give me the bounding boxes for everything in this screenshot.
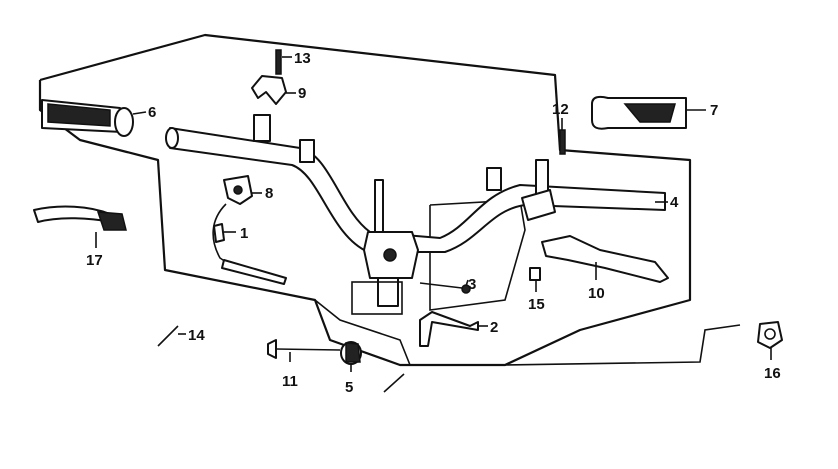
clamp-9: 9 xyxy=(251,75,306,105)
screw-14: 14 xyxy=(157,325,205,347)
end-weight-5: 5 xyxy=(340,341,405,396)
screw-3: 3 xyxy=(419,276,476,294)
callout-15: 15 xyxy=(528,296,545,313)
left-lever-17: 17 xyxy=(33,205,127,269)
screw-13: 13 xyxy=(275,49,311,75)
callout-6: 6 xyxy=(148,104,156,121)
callout-13: 13 xyxy=(294,50,311,67)
bolt-11: 11 xyxy=(267,339,341,390)
callout-3: 3 xyxy=(468,276,476,293)
nut-15: 15 xyxy=(528,267,545,313)
tube-end-4: 4 xyxy=(655,194,679,211)
callout-7: 7 xyxy=(710,102,718,119)
center-clamp xyxy=(351,179,419,315)
callout-12: 12 xyxy=(552,101,569,118)
callout-9: 9 xyxy=(298,85,306,102)
brake-switch-1: 1 xyxy=(212,203,287,285)
right-lever-10: 10 xyxy=(541,235,669,302)
callout-5: 5 xyxy=(345,379,353,396)
callout-1: 1 xyxy=(240,225,248,242)
lever-bracket-8: 8 xyxy=(223,175,273,205)
callout-14: 14 xyxy=(188,327,205,344)
callout-17: 17 xyxy=(86,252,103,269)
callout-10: 10 xyxy=(588,285,605,302)
clip-2: 2 xyxy=(419,311,498,347)
callout-8: 8 xyxy=(265,185,273,202)
left-grip: 6 xyxy=(41,99,156,137)
callout-4: 4 xyxy=(670,194,679,211)
nut-16: 16 xyxy=(757,321,783,382)
right-grip: 7 xyxy=(591,95,718,130)
right-switch-housing xyxy=(521,189,556,221)
callout-11: 11 xyxy=(282,373,298,390)
callout-2: 2 xyxy=(490,319,498,336)
screw-12: 12 xyxy=(552,101,569,155)
callout-16: 16 xyxy=(764,365,781,382)
handlebar-tube xyxy=(165,114,666,253)
